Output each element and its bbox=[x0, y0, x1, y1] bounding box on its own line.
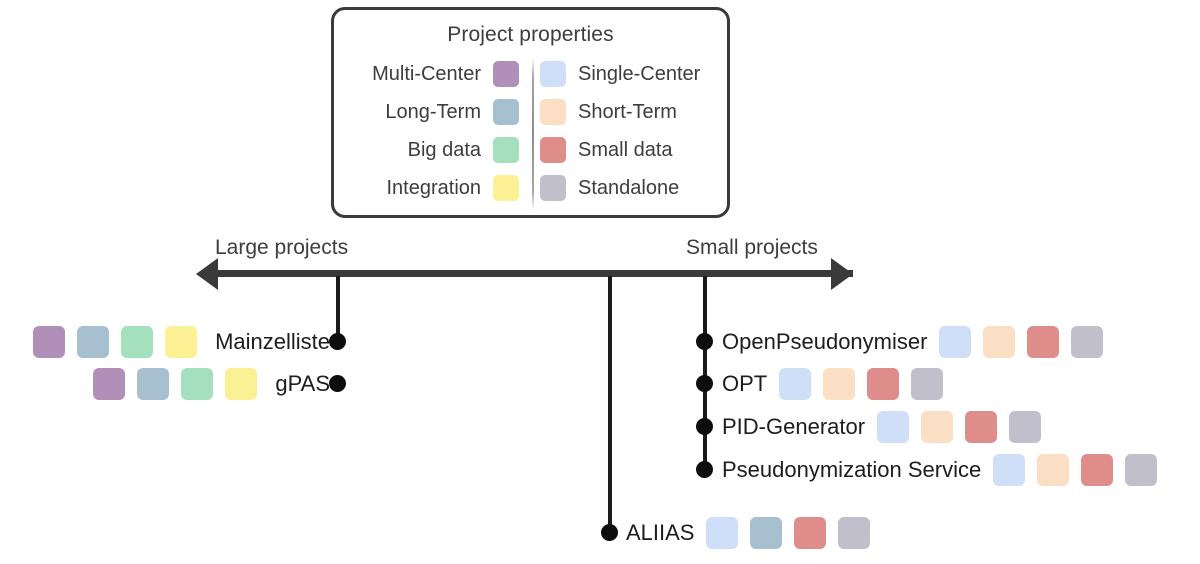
project-swatch-standalone bbox=[911, 368, 944, 400]
legend-entry-standalone: Standalone bbox=[529, 175, 727, 201]
connector-dot-pid-generator bbox=[696, 418, 713, 435]
legend-vertical-divider bbox=[532, 58, 534, 210]
legend-swatch-small-data bbox=[540, 137, 567, 163]
project-swatch-standalone bbox=[838, 517, 871, 549]
legend-swatch-single-center bbox=[540, 61, 567, 87]
project-swatch-single-center bbox=[877, 411, 910, 443]
axis-arrowhead-left-icon bbox=[196, 258, 218, 290]
project-row-openpseudonymiser: OpenPseudonymiser bbox=[722, 325, 1104, 359]
axis-label-large-projects: Large projects bbox=[215, 236, 349, 259]
project-swatch-single-center bbox=[939, 326, 972, 358]
project-name-pseudonymization-service: Pseudonymization Service bbox=[722, 457, 982, 482]
stem-aliias bbox=[608, 276, 612, 534]
axis-line bbox=[216, 270, 853, 277]
project-swatch-short-term bbox=[921, 411, 954, 443]
project-row-opt: OPT bbox=[722, 367, 944, 401]
project-name-aliias: ALIIAS bbox=[626, 520, 695, 545]
legend-label: Short-Term bbox=[578, 100, 677, 123]
legend-label: Multi-Center bbox=[372, 62, 482, 85]
legend-entry-integration: Integration bbox=[334, 175, 529, 201]
project-swatch-multi-center bbox=[33, 326, 66, 358]
project-swatch-integration bbox=[225, 368, 258, 400]
project-swatch-big-data bbox=[181, 368, 214, 400]
project-swatch-small-data bbox=[794, 517, 827, 549]
connector-dot-openpseudonymiser bbox=[696, 333, 713, 350]
project-swatch-multi-center bbox=[93, 368, 126, 400]
project-name-openpseudonymiser: OpenPseudonymiser bbox=[722, 329, 928, 354]
legend-swatch-long-term bbox=[493, 99, 520, 125]
project-swatch-standalone bbox=[1071, 326, 1104, 358]
project-name-pid-generator: PID-Generator bbox=[722, 414, 866, 439]
legend-swatch-short-term bbox=[540, 99, 567, 125]
project-swatch-small-data bbox=[965, 411, 998, 443]
legend-rows: Multi-Center Single-Center Long-Term Sho… bbox=[334, 55, 727, 207]
axis-label-small-projects: Small projects bbox=[686, 236, 818, 259]
project-swatch-single-center bbox=[993, 454, 1026, 486]
connector-dot-pseudonymization-service bbox=[696, 461, 713, 478]
project-swatch-big-data bbox=[121, 326, 154, 358]
project-row-pid-generator: PID-Generator bbox=[722, 410, 1042, 444]
legend-label: Long-Term bbox=[385, 100, 482, 123]
project-name-mainzelliste: Mainzelliste bbox=[215, 329, 330, 354]
connector-dot-opt bbox=[696, 375, 713, 392]
project-swatch-small-data bbox=[1081, 454, 1114, 486]
project-swatch-integration bbox=[165, 326, 198, 358]
legend-row: Long-Term Short-Term bbox=[334, 93, 727, 131]
project-swatch-single-center bbox=[779, 368, 812, 400]
project-swatch-short-term bbox=[1037, 454, 1070, 486]
project-swatch-standalone bbox=[1009, 411, 1042, 443]
project-row-pseudonymization-service: Pseudonymization Service bbox=[722, 453, 1158, 487]
project-row-aliias: ALIIAS bbox=[626, 516, 871, 550]
legend-swatch-standalone bbox=[540, 175, 567, 201]
legend-entry-short-term: Short-Term bbox=[529, 99, 727, 125]
connector-dot-mainzelliste bbox=[329, 333, 346, 350]
legend-entry-big-data: Big data bbox=[334, 137, 529, 163]
project-row-gpas: gPAS bbox=[0, 367, 330, 401]
legend-swatch-multi-center bbox=[493, 61, 520, 87]
legend-entry-single-center: Single-Center bbox=[529, 61, 727, 87]
legend-row: Integration Standalone bbox=[334, 169, 727, 207]
legend-label: Standalone bbox=[578, 176, 680, 199]
project-row-mainzelliste: Mainzelliste bbox=[0, 325, 330, 359]
connector-dot-gpas bbox=[329, 375, 346, 392]
legend-entry-multi-center: Multi-Center bbox=[334, 61, 529, 87]
legend-label: Integration bbox=[386, 176, 482, 199]
project-swatch-short-term bbox=[983, 326, 1016, 358]
legend-label: Single-Center bbox=[578, 62, 701, 85]
legend-entry-small-data: Small data bbox=[529, 137, 727, 163]
project-swatch-single-center bbox=[706, 517, 739, 549]
project-swatch-small-data bbox=[1027, 326, 1060, 358]
project-swatch-short-term bbox=[823, 368, 856, 400]
legend-row: Big data Small data bbox=[334, 131, 727, 169]
legend-panel: Project properties Multi-Center Single-C… bbox=[331, 7, 730, 218]
stem-large-group bbox=[336, 276, 340, 348]
legend-row: Multi-Center Single-Center bbox=[334, 55, 727, 93]
legend-swatch-integration bbox=[493, 175, 520, 201]
legend-label: Small data bbox=[578, 138, 673, 161]
project-swatch-standalone bbox=[1125, 454, 1158, 486]
project-name-gpas: gPAS bbox=[275, 371, 330, 396]
project-swatch-long-term bbox=[137, 368, 170, 400]
project-name-opt: OPT bbox=[722, 371, 768, 396]
project-swatch-small-data bbox=[867, 368, 900, 400]
legend-title: Project properties bbox=[447, 23, 614, 46]
project-swatch-long-term bbox=[77, 326, 110, 358]
project-swatch-long-term bbox=[750, 517, 783, 549]
legend-label: Big data bbox=[407, 138, 482, 161]
legend-swatch-big-data bbox=[493, 137, 520, 163]
legend-entry-long-term: Long-Term bbox=[334, 99, 529, 125]
connector-dot-aliias bbox=[601, 524, 618, 541]
